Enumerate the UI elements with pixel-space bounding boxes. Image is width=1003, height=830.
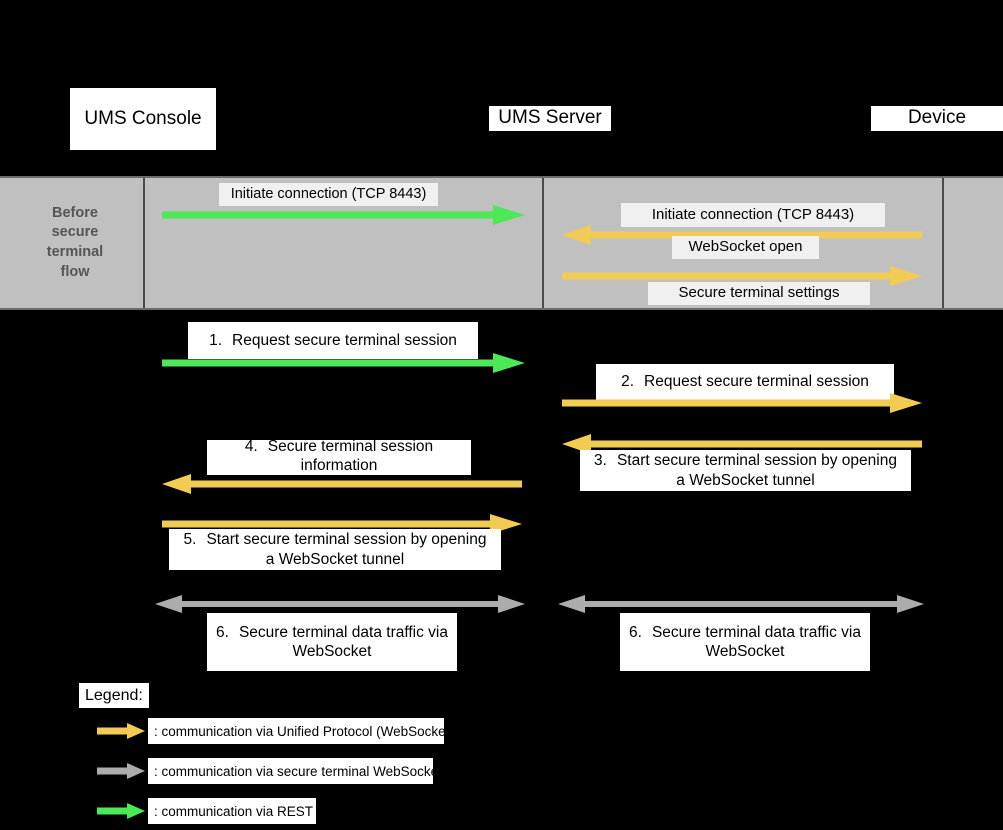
participant-ums-server: UMS Server <box>489 106 611 131</box>
label-step-5-number: 5. <box>183 531 197 549</box>
phase-band <box>0 176 1003 310</box>
legend-item-unified-protocol: : communication via Unified Protocol (We… <box>148 718 454 744</box>
label-pre-websocket-open: WebSocket open <box>672 236 819 259</box>
label-step-1-number: 1. <box>209 331 223 349</box>
label-step-4-line-2: information <box>300 457 378 474</box>
label-step-5-line-2: a WebSocket tunnel <box>265 550 405 568</box>
label-step-1: 1. Request secure terminal session <box>188 322 478 359</box>
label-step-5: 5. Start secure terminal session by open… <box>169 529 501 570</box>
legend-arrow-secure-terminal-websocket-icon <box>97 763 145 779</box>
label-step-5-line-1: Start secure terminal session by opening <box>206 531 487 549</box>
arrow-step-6-right <box>558 595 924 613</box>
label-step-3-number: 3. <box>594 452 607 470</box>
label-step-4-number: 4. <box>244 440 258 455</box>
phase-band-divider-1 <box>143 178 145 308</box>
label-pre-initiate-connection-unified: Initiate connection (TCP 8443) <box>621 203 885 227</box>
phase-band-label-line-2: secure <box>51 224 99 241</box>
label-step-3: 3. Start secure terminal session by open… <box>580 450 911 491</box>
participant-ums-server-label: UMS Server <box>498 107 602 129</box>
label-step-6-right-number: 6. <box>629 623 642 641</box>
label-step-2-text: Request secure terminal session <box>644 373 869 391</box>
arrow-step-2 <box>562 393 922 413</box>
participant-ums-console-label: UMS Console <box>84 107 202 129</box>
label-step-6-right: 6. Secure terminal data traffic via WebS… <box>620 613 870 671</box>
label-step-6-left-line-1: Secure terminal data traffic via <box>238 623 448 641</box>
label-step-2: 2. Request secure terminal session <box>596 364 894 400</box>
phase-band-label-line-4: flow <box>60 263 90 280</box>
legend-item-secure-terminal-websocket: : communication via secure terminal WebS… <box>148 758 442 784</box>
participant-device: Device <box>871 106 1003 131</box>
phase-band-divider-3 <box>942 178 944 308</box>
label-step-4: 4. Secure terminal session information <box>207 440 471 475</box>
arrow-step-1 <box>162 353 525 373</box>
legend-item-rest: : communication via REST <box>148 798 316 824</box>
label-step-1-text: Request secure terminal session <box>232 331 457 349</box>
label-step-3-line-2: a WebSocket tunnel <box>676 471 815 489</box>
phase-band-divider-2 <box>542 178 544 308</box>
legend-arrow-unified-protocol-icon <box>97 723 145 739</box>
participant-device-label: Device <box>907 107 967 129</box>
legend-title: Legend: <box>79 683 149 708</box>
arrow-pre-initiate-connection-unified <box>562 225 922 245</box>
phase-band-label: Before secure terminal flow <box>8 178 142 308</box>
label-step-3-line-1: Start secure terminal session by opening <box>616 452 897 470</box>
label-step-6-right-line-1: Secure terminal data traffic via <box>651 623 861 641</box>
label-step-2-number: 2. <box>621 373 635 391</box>
arrow-step-4 <box>162 474 522 494</box>
label-pre-initiate-connection-rest: Initiate connection (TCP 8443) <box>219 183 438 206</box>
label-step-6-right-line-2: WebSocket <box>705 643 785 660</box>
phase-band-label-line-1: Before <box>52 204 98 221</box>
label-step-6-left-line-2: WebSocket <box>292 643 372 660</box>
arrow-pre-initiate-connection-rest <box>162 205 525 225</box>
legend-arrow-rest-icon <box>97 803 145 819</box>
arrow-pre-secure-terminal-settings <box>562 266 922 286</box>
label-step-4-line-1: Secure terminal session <box>267 440 434 455</box>
arrow-step-3 <box>562 434 922 454</box>
arrow-step-6-left <box>155 595 525 613</box>
label-pre-secure-terminal-settings: Secure terminal settings <box>648 282 870 305</box>
participant-ums-console: UMS Console <box>70 88 216 150</box>
label-step-6-left-number: 6. <box>216 623 229 641</box>
label-step-6-left: 6. Secure terminal data traffic via WebS… <box>207 613 457 671</box>
phase-band-label-line-3: terminal <box>46 244 104 260</box>
